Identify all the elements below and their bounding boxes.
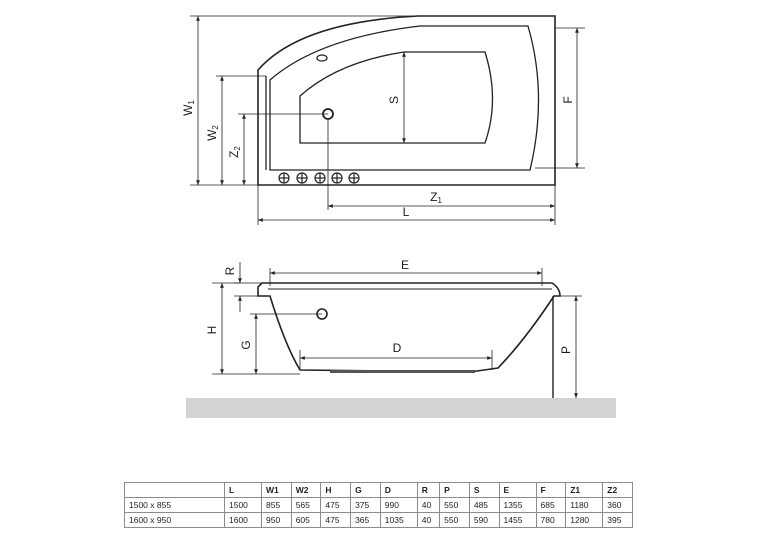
- table-header-cell: W2: [290, 482, 322, 498]
- table-cell: 780: [535, 512, 567, 528]
- table-cell: 1600 x 950: [124, 512, 225, 528]
- table-cell: 1500 x 855: [124, 497, 225, 513]
- table-cell: 950: [261, 512, 292, 528]
- table-header-cell: P: [439, 482, 470, 498]
- dimensions-table: L W1 W2 H G D R P S E F Z1 Z2 1500 x 855…: [124, 482, 633, 528]
- table-header-cell: G: [350, 482, 381, 498]
- top-view-dimensions: [190, 15, 585, 225]
- label-s: S: [387, 96, 401, 104]
- side-view-labels: R E H G D P: [205, 258, 573, 355]
- table-cell: 40: [416, 512, 441, 528]
- table-cell: 1180: [565, 497, 604, 513]
- table-header-cell: D: [379, 482, 418, 498]
- label-w2: W2: [205, 125, 220, 141]
- tub-foot: [330, 370, 475, 373]
- table-header-cell: E: [498, 482, 537, 498]
- table-row: 1500 x 855 1500 855 565 475 375 990 40 5…: [124, 497, 633, 513]
- table-cell: 550: [439, 497, 470, 513]
- table-cell: 1600: [223, 512, 263, 528]
- table-cell: 475: [320, 497, 352, 513]
- table-cell: 685: [535, 497, 567, 513]
- label-w1: W1: [181, 100, 196, 116]
- table-cell: 1500: [223, 497, 263, 513]
- floor: [186, 398, 616, 418]
- table-cell: 360: [602, 497, 633, 513]
- label-l: L: [403, 205, 410, 219]
- table-header-cell: W1: [261, 482, 292, 498]
- table-header-cell: S: [468, 482, 500, 498]
- label-h: H: [205, 326, 219, 335]
- tub-basin-outline: [299, 51, 494, 144]
- table-cell: 1455: [498, 512, 537, 528]
- table-header-cell: Z2: [602, 482, 633, 498]
- tub-inner-rim: [269, 25, 540, 171]
- table-cell: 365: [350, 512, 381, 528]
- table-cell: 1280: [565, 512, 604, 528]
- table-header-cell: F: [535, 482, 567, 498]
- table-cell: 1355: [498, 497, 537, 513]
- table-header-cell: R: [416, 482, 441, 498]
- label-e: E: [401, 258, 409, 272]
- side-view: [186, 282, 616, 418]
- tub-outer-outline: [257, 15, 556, 186]
- table-cell: 40: [416, 497, 441, 513]
- table-cell: 565: [290, 497, 322, 513]
- table-header-cell: L: [223, 482, 263, 498]
- table-cell: 590: [468, 512, 500, 528]
- table-cell: 395: [602, 512, 633, 528]
- table-header-cell: Z1: [565, 482, 604, 498]
- label-z1: Z1: [430, 190, 442, 205]
- table-cell: 990: [379, 497, 418, 513]
- overflow-oval: [316, 54, 328, 62]
- table-row: 1600 x 950 1600 950 605 475 365 1035 40 …: [124, 512, 633, 528]
- top-view: [257, 15, 556, 186]
- table-header-row: L W1 W2 H G D R P S E F Z1 Z2: [124, 482, 633, 498]
- table-cell: 475: [320, 512, 352, 528]
- label-z2: Z2: [227, 146, 242, 158]
- tub-side-outline: [257, 282, 561, 373]
- label-g: G: [239, 340, 253, 349]
- tap-holes: [278, 172, 360, 184]
- label-p: P: [559, 346, 573, 354]
- table-cell: 605: [290, 512, 322, 528]
- table-cell: 550: [439, 512, 470, 528]
- table-cell: 375: [350, 497, 381, 513]
- table-header-cell: H: [320, 482, 352, 498]
- table-header-cell: [124, 482, 225, 498]
- label-r: R: [223, 266, 237, 275]
- table-cell: 485: [468, 497, 500, 513]
- label-d: D: [393, 341, 402, 355]
- table-cell: 855: [261, 497, 292, 513]
- label-f: F: [561, 96, 575, 103]
- top-view-labels: W1 W2 Z2 S F Z1 L: [181, 96, 575, 219]
- side-view-dimensions: [212, 262, 582, 398]
- table-cell: 1035: [379, 512, 418, 528]
